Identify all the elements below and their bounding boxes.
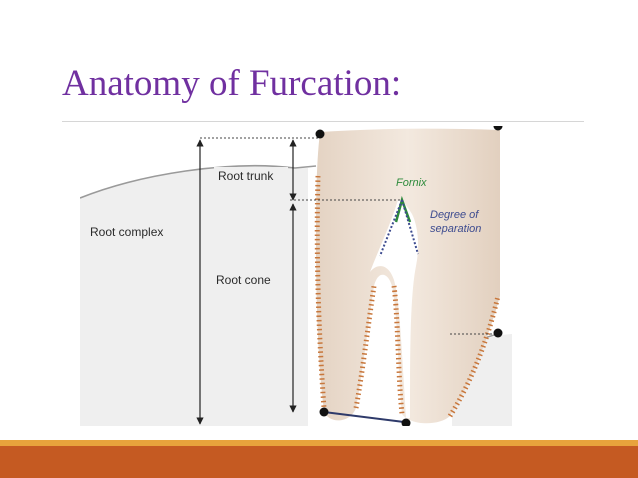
cej-dot-left	[315, 129, 325, 139]
furcation-diagram: Root trunk Root complex Root cone Fornix…	[80, 126, 512, 426]
footer-band	[0, 446, 638, 478]
apex-dot-left	[319, 407, 329, 417]
degree-label-line2: separation	[430, 223, 481, 235]
apex-dot-right	[401, 418, 411, 426]
footer-accent-strip	[0, 440, 638, 446]
root-trunk-label-bg	[214, 167, 288, 185]
bone-crest-dot	[493, 328, 503, 338]
cej-dot-right	[493, 126, 503, 131]
degree-line-right	[401, 199, 419, 255]
degree-label-line1: Degree of	[430, 209, 479, 221]
root-cone-label: Root cone	[216, 273, 271, 287]
bone-outline	[80, 164, 317, 199]
furcation-notch	[370, 200, 419, 418]
root-hatch-right	[447, 295, 501, 418]
root-trunk-label: Root trunk	[218, 169, 274, 183]
title-divider	[62, 121, 584, 122]
apex-connector	[323, 411, 405, 423]
fornix-label: Fornix	[396, 177, 427, 189]
root-hatch-left-inner	[353, 285, 377, 409]
bone-region	[80, 165, 308, 426]
slide-title: Anatomy of Furcation:	[62, 63, 402, 104]
root-complex-label: Root complex	[90, 225, 163, 239]
